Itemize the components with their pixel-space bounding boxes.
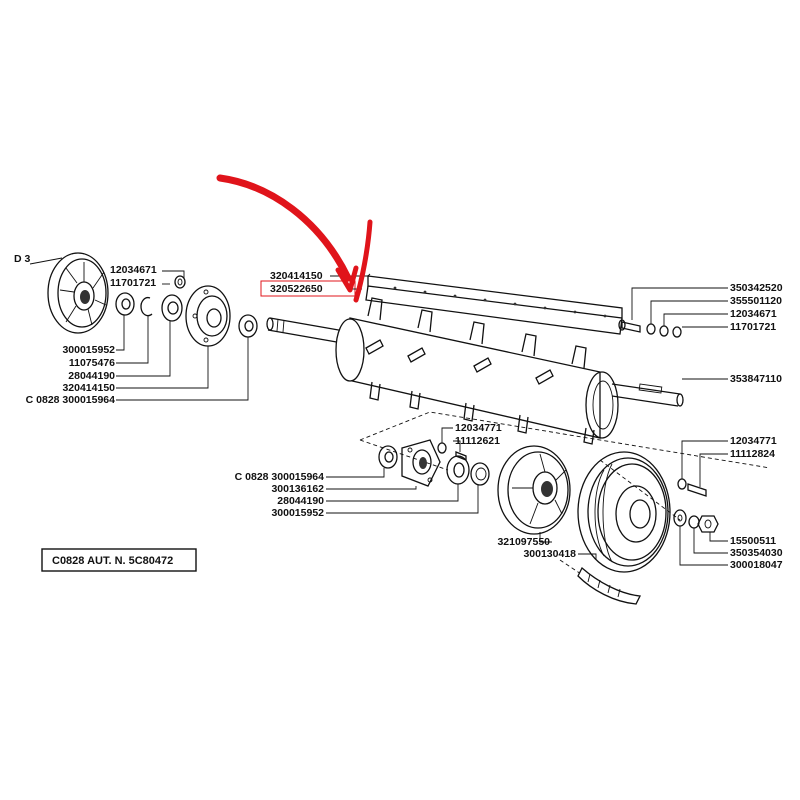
left-collar [238,314,258,338]
label-left-12034671: 12034671 [110,264,157,276]
label-roller-320522650: 320522650 [270,283,323,295]
section-code: D 3 [14,253,31,265]
label-left-300015952: 300015952 [62,344,115,356]
label-mid-28044190: 28044190 [277,495,324,507]
middle-flange-housing [401,439,441,487]
label-roller-320414150: 320414150 [270,270,323,282]
label-mid-300015964: C 0828 300015964 [235,471,324,483]
roller-blades-top [367,297,587,369]
middle-snap-ring [470,462,490,486]
label-pulley-300130418: 300130418 [523,548,576,560]
label-right-350342520: 350342520 [730,282,783,294]
label-mid-300136162: 300136162 [271,483,324,495]
label-right-12034671: 12034671 [730,308,777,320]
label-shaft-353847110: 353847110 [730,373,782,385]
label-left-11075476: 11075476 [69,357,115,369]
label-pulley-321097550: 321097550 [497,536,550,548]
label-mid-12034771: 12034771 [455,422,502,434]
left-flange-housing [185,285,231,347]
highlight-arrows [216,174,373,303]
label-mid-300015952: 300015952 [271,507,324,519]
footer-box [41,548,197,572]
left-snap-ring [140,296,153,317]
roller-blades-bottom [369,381,595,445]
roller-blade-slots [365,339,554,385]
right-bolt-set [618,319,682,338]
label-mid-11112621: 11112621 [455,435,500,447]
label-pulley-12034771: 12034771 [730,435,777,447]
label-pulley-15500511: 15500511 [730,535,776,547]
highlight-box [260,280,356,297]
label-pulley-300018047: 300018047 [730,559,783,571]
scraper-bar [365,273,623,335]
label-right-355501120: 355501120 [730,295,782,307]
middle-seal [378,445,398,469]
footer-box-text: C0828 AUT. N. 5C80472 [52,555,173,567]
label-left-28044190: 28044190 [68,370,115,382]
roller-drum [335,317,619,439]
label-pulley-350354030: 350354030 [730,547,783,559]
label-right-11701721: 11701721 [730,321,776,333]
label-left-11701721: 11701721 [110,277,156,289]
pulley-hub [497,445,571,535]
label-pulley-11112824: 11112824 [730,448,775,460]
roller-shaft-left [266,317,351,345]
label-left-320414150: 320414150 [62,382,115,394]
pulley-bolt-set [673,478,719,533]
left-seal [115,292,135,316]
belt-pulley [577,451,671,573]
roller-shaft-right [611,383,684,407]
label-left-300015964: C 0828 300015964 [26,394,115,406]
left-bearing-cover [47,252,109,334]
left-screw-washer [174,275,186,289]
section-code-leader [29,257,63,265]
left-bearing [161,294,183,322]
drive-belt [577,566,642,605]
